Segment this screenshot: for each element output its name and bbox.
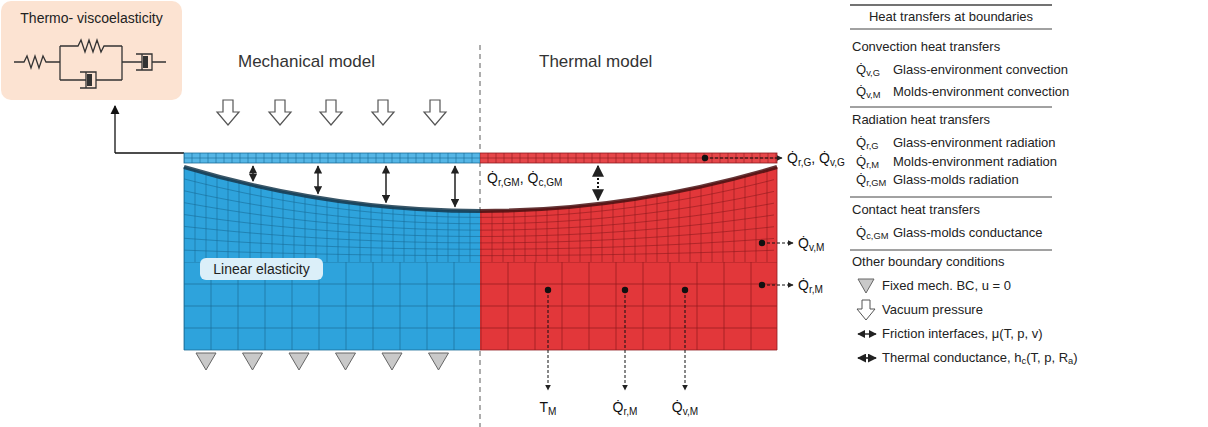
table-group: Other boundary conditions [852,255,1004,270]
table-symbol: Q̇r,GM [856,173,886,188]
heat-flux-label: Q̇r,G, Q̇v,G [787,150,845,166]
table-cell: Glass-molds conductance [893,226,1043,241]
section-title: Thermal model [539,52,652,72]
table-group: Convection heat transfers [852,40,1000,55]
mechanical-mesh [184,153,480,350]
heat-flux-label: Q̇r,GM, Q̇c,GM [487,170,562,186]
material-tag: Linear elasticity [200,258,323,280]
leader-line [115,152,184,153]
table-symbol: Q̇r,M [856,155,879,170]
table-header: Heat transfers at boundaries [869,10,1033,25]
heat-flux-label: Q̇r,M [613,399,638,415]
table-cell: Glass-environment radiation [893,136,1056,151]
table-cell: Glass-molds radiation [893,173,1019,188]
table-cell: Glass-environment convection [893,63,1068,78]
interface-arrows [253,155,793,390]
pressure-arrows [217,100,446,125]
table-symbol: Q̇v,G [856,63,880,78]
thermal-mesh [480,153,777,350]
legend-text: Vacuum pressure [882,303,983,318]
table-symbol: Q̇v,M [856,85,880,100]
heat-flux-label: Q̇r,M [798,277,823,293]
table-cell: Molds-environment radiation [893,155,1057,170]
section-title: Mechanical model [238,52,375,72]
table-cell: Molds-environment convection [893,85,1069,100]
temperature-label: TM [540,399,557,415]
legend-text: Friction interfaces, μ(T, p, v) [882,327,1043,342]
legend-text: Thermal conductance, hc(T, p, Ra) [882,351,1078,366]
model-panel [1,1,182,100]
table-rules [850,5,1052,250]
heat-flux-label: Q̇v,M [672,399,698,415]
node-text: Linear elasticity [212,261,311,277]
rheology-symbol [14,40,166,88]
leader-arrow [114,106,115,153]
table-symbol: Q̇r,G [856,136,879,151]
table-symbol: Q̇c,GM [856,226,888,241]
legend-samples [857,279,876,358]
table-group: Contact heat transfers [852,203,980,218]
fixed-supports [196,353,449,370]
legend-text: Fixed mech. BC, u = 0 [882,279,1011,294]
heat-flux-label: Q̇v,M [798,235,824,251]
table-group: Radiation heat transfers [852,113,990,128]
node-text: Thermo- viscoelasticity [7,10,176,26]
model-panel-title: Thermo- viscoelasticity [1,1,182,26]
